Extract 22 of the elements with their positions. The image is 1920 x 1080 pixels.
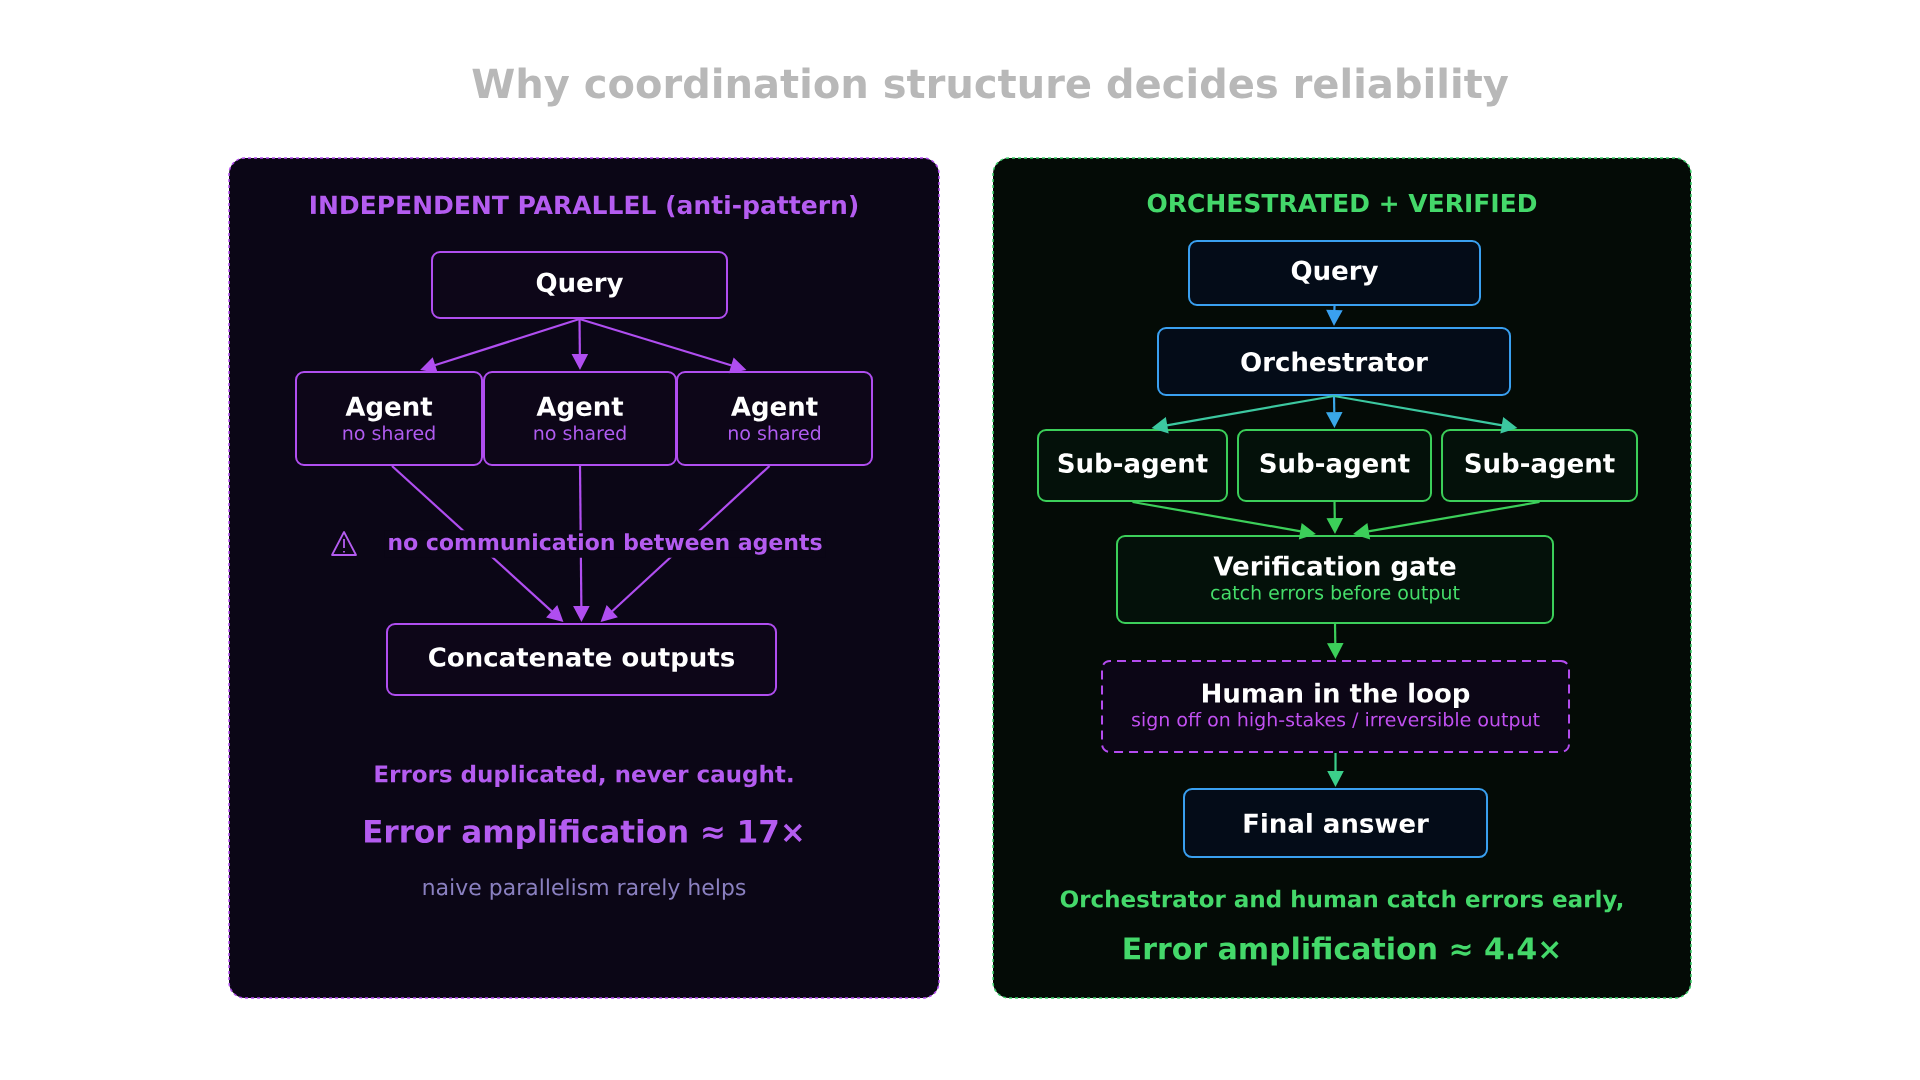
process-box: Agent no shared xyxy=(676,371,873,466)
summary-text: Errors duplicated, never caught. xyxy=(375,764,793,788)
process-box: Query xyxy=(1188,240,1481,306)
process-box: Agent no shared xyxy=(295,371,483,466)
note-text: naive parallelism rarely helps xyxy=(423,878,746,900)
process-box: Concatenate outputs xyxy=(386,623,777,696)
summary-text: Error amplification ≈ 4.4× xyxy=(1124,936,1559,966)
process-box: Verification gate catch errors before output xyxy=(1116,535,1554,624)
process-box: Sub-agent xyxy=(1037,429,1228,502)
title: Why coordination structure decides reliability xyxy=(472,67,1509,107)
warning-text: no communication between agents xyxy=(384,530,826,558)
process-box: Query xyxy=(431,251,728,319)
review-box: Human in the loop sign off on high-stakes / irreversible output xyxy=(1101,660,1570,753)
panel-heading: INDEPENDENT PARALLEL (anti-pattern) xyxy=(311,194,858,220)
process-box: Sub-agent xyxy=(1441,429,1638,502)
summary-text: Error amplification ≈ 17× xyxy=(365,819,802,849)
summary-text: Orchestrator and human catch errors early, xyxy=(1060,889,1623,913)
process-box: Agent no shared xyxy=(483,371,677,466)
process-box: Final answer xyxy=(1183,788,1488,858)
process-box: Sub-agent xyxy=(1237,429,1432,502)
panel-heading: ORCHESTRATED + VERIFIED xyxy=(1147,193,1537,213)
process-box: Orchestrator xyxy=(1157,327,1511,396)
